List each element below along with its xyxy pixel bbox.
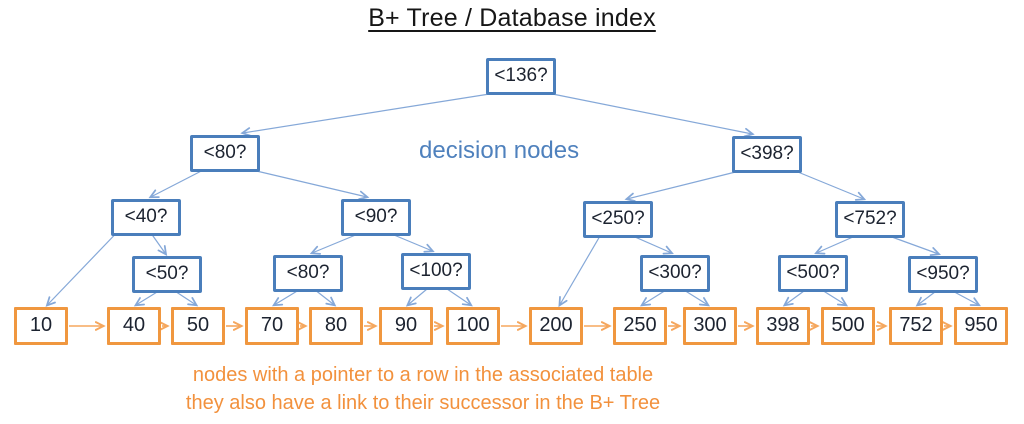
decision-node-q100: <100? bbox=[401, 253, 471, 290]
leaf-node-l950: 950 bbox=[954, 307, 1008, 345]
decision-nodes-label: decision nodes bbox=[419, 137, 580, 164]
connector-line bbox=[45, 234, 115, 307]
connector-line bbox=[446, 288, 473, 307]
leaf-node-l50: 50 bbox=[171, 307, 225, 345]
connector-line bbox=[797, 171, 867, 201]
connector-line bbox=[240, 93, 490, 137]
leaf-node-l250: 250 bbox=[613, 307, 667, 345]
leaf-description-line2: they also have a link to their successor… bbox=[185, 392, 661, 414]
decision-node-q90: <90? bbox=[341, 199, 411, 236]
decision-node-q950: <950? bbox=[908, 256, 978, 293]
decision-node-q250: <250? bbox=[583, 201, 653, 238]
leaf-description-line1: nodes with a pointer to a row in the ass… bbox=[192, 364, 654, 386]
leaf-node-l80: 80 bbox=[309, 307, 363, 345]
connector-line bbox=[782, 290, 805, 307]
decision-node-q500: <500? bbox=[778, 255, 848, 292]
decision-node-q50: <50? bbox=[132, 256, 202, 293]
decision-node-q80a: <80? bbox=[190, 135, 260, 172]
leaf-node-l40: 40 bbox=[107, 307, 161, 345]
leaf-node-l90: 90 bbox=[379, 307, 433, 345]
decision-node-q80b: <80? bbox=[273, 255, 343, 292]
leaf-node-l752: 752 bbox=[889, 307, 943, 345]
decision-node-q398: <398? bbox=[732, 136, 802, 173]
connector-line bbox=[823, 290, 849, 307]
leaf-node-l70: 70 bbox=[245, 307, 299, 345]
leaf-node-l398: 398 bbox=[756, 307, 810, 345]
connector-line bbox=[175, 291, 199, 307]
leaf-nodes-description: nodes with a pointer to a row in the ass… bbox=[0, 361, 846, 417]
connector-line bbox=[624, 171, 736, 202]
decision-node-q752: <752? bbox=[835, 201, 905, 238]
connector-line bbox=[405, 288, 428, 307]
connector-line bbox=[891, 236, 941, 257]
connector-line bbox=[133, 291, 158, 307]
connector-line bbox=[552, 93, 755, 138]
connector-line bbox=[316, 290, 337, 307]
leaf-node-l10: 10 bbox=[14, 307, 68, 345]
connector-line bbox=[393, 234, 435, 253]
connector-line bbox=[954, 291, 981, 307]
decision-node-q300: <300? bbox=[640, 255, 710, 292]
connector-line bbox=[272, 290, 298, 307]
connector-line bbox=[309, 234, 356, 255]
connector-line bbox=[558, 236, 600, 308]
connector-line bbox=[151, 234, 168, 257]
connector-line bbox=[685, 290, 711, 307]
connector-line bbox=[915, 291, 936, 307]
diagram-title: B+ Tree / Database index bbox=[368, 4, 656, 32]
connector-line bbox=[256, 170, 370, 200]
connector-line bbox=[814, 236, 854, 255]
decision-node-q40: <40? bbox=[111, 199, 181, 236]
leaf-node-l100: 100 bbox=[446, 307, 500, 345]
leaf-node-l300: 300 bbox=[683, 307, 737, 345]
leaf-node-l500: 500 bbox=[821, 307, 875, 345]
decision-node-q136: <136? bbox=[486, 58, 556, 95]
connector-line bbox=[148, 170, 202, 199]
connector-line bbox=[634, 236, 674, 255]
leaf-node-l200: 200 bbox=[529, 307, 583, 345]
connector-line bbox=[639, 290, 665, 307]
